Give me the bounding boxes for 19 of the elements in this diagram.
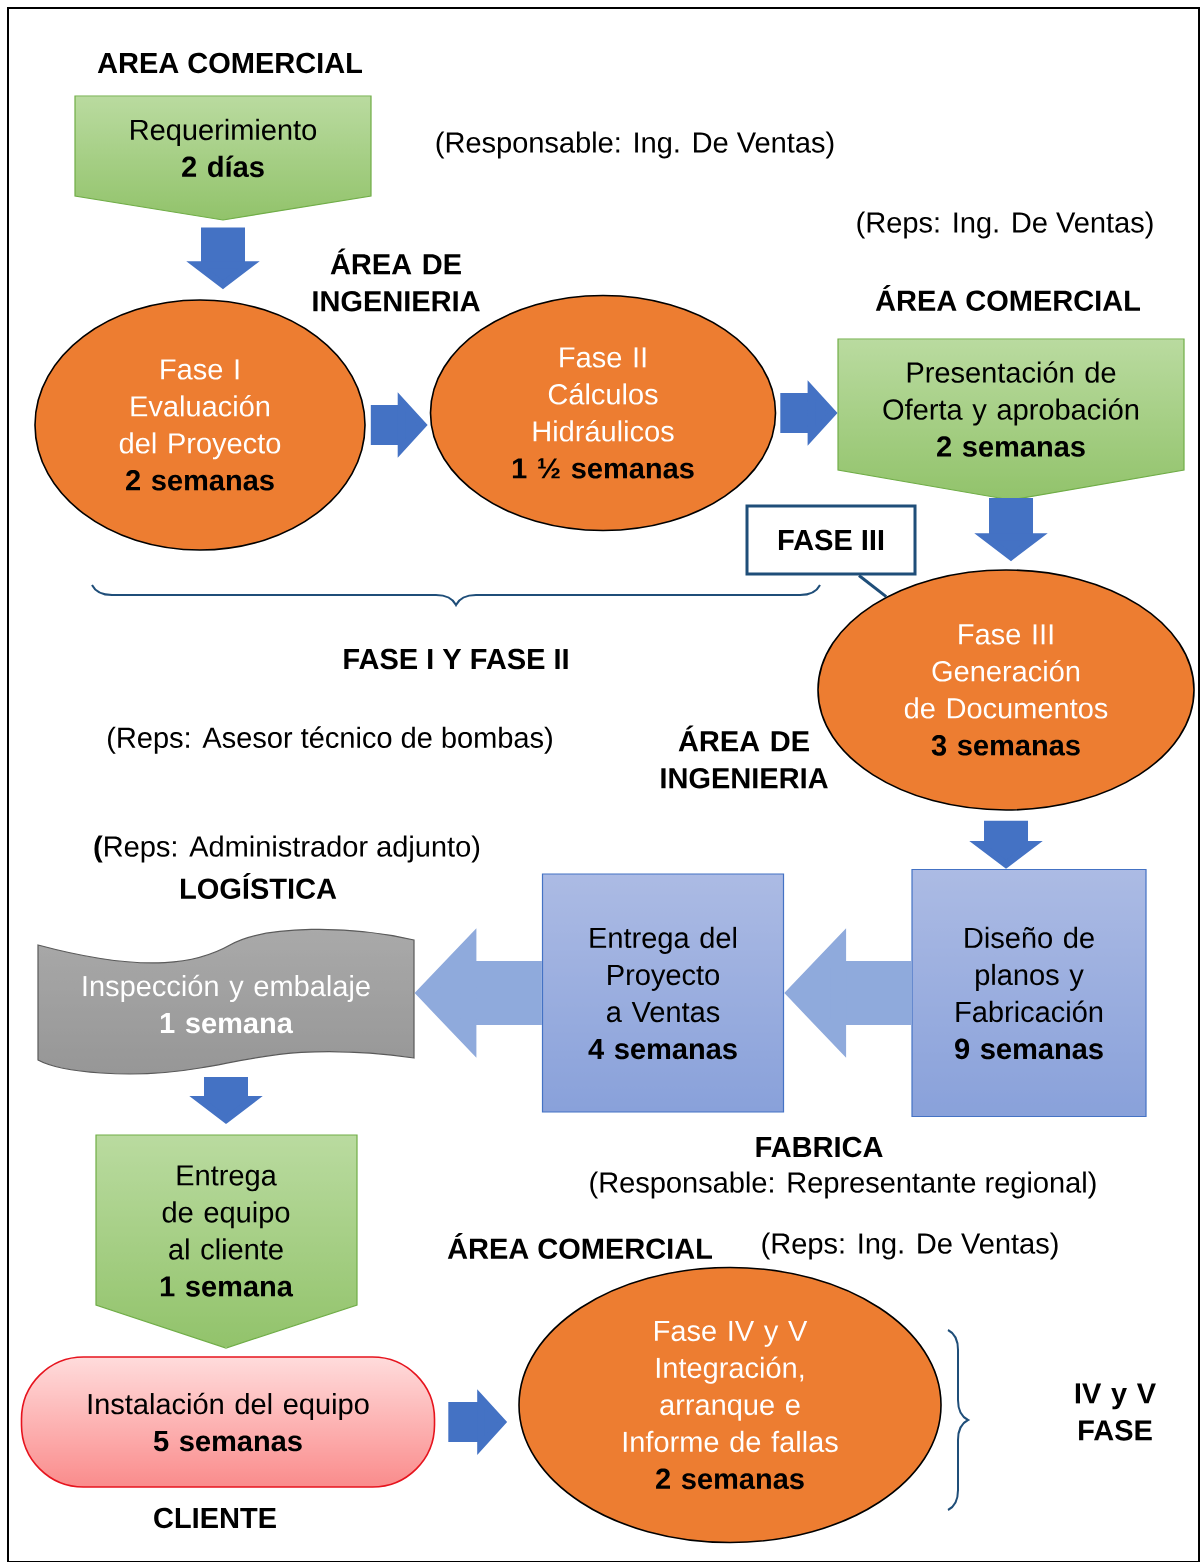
note-text: (Reps: Asesor técnico de bombas) bbox=[108, 726, 552, 754]
note-text: (Responsable: Ing. De Ventas) bbox=[436, 131, 834, 159]
leader-line bbox=[858, 574, 888, 598]
callout-box: FASE III bbox=[745, 504, 917, 576]
area-heading: FABRICA bbox=[756, 1136, 883, 1158]
area-heading: ÁREA COMERCIAL bbox=[875, 285, 1140, 311]
note-text: (Reps: Ing. De Ventas) bbox=[762, 1232, 1058, 1260]
area-heading: ÁREA COMERCIAL bbox=[447, 1233, 712, 1259]
note-text: (Reps: Ing. De Ventas) bbox=[857, 211, 1153, 239]
flag-box: Requerimiento 2 días bbox=[74, 95, 372, 221]
note-text: (Reps: Administrador adjunto) bbox=[94, 835, 480, 863]
area-heading: IV y V FASE bbox=[1075, 1383, 1156, 1441]
area-heading: FASE I Y FASE II bbox=[344, 648, 568, 670]
flag-box: Presentación de Oferta y aprobación 2 semanas bbox=[837, 338, 1185, 501]
process-box: Entrega del Proyecto a Ventas 4 semanas bbox=[541, 873, 785, 1113]
flag-box: Entrega de equipo al cliente 1 semana bbox=[95, 1134, 358, 1349]
rounded-box: Instalación del equipo 5 semanas bbox=[20, 1356, 436, 1488]
note-text: (Responsable: Representante regional) bbox=[590, 1171, 1096, 1199]
process-box: Diseño de planos y Fabricación 9 semanas bbox=[911, 868, 1147, 1118]
